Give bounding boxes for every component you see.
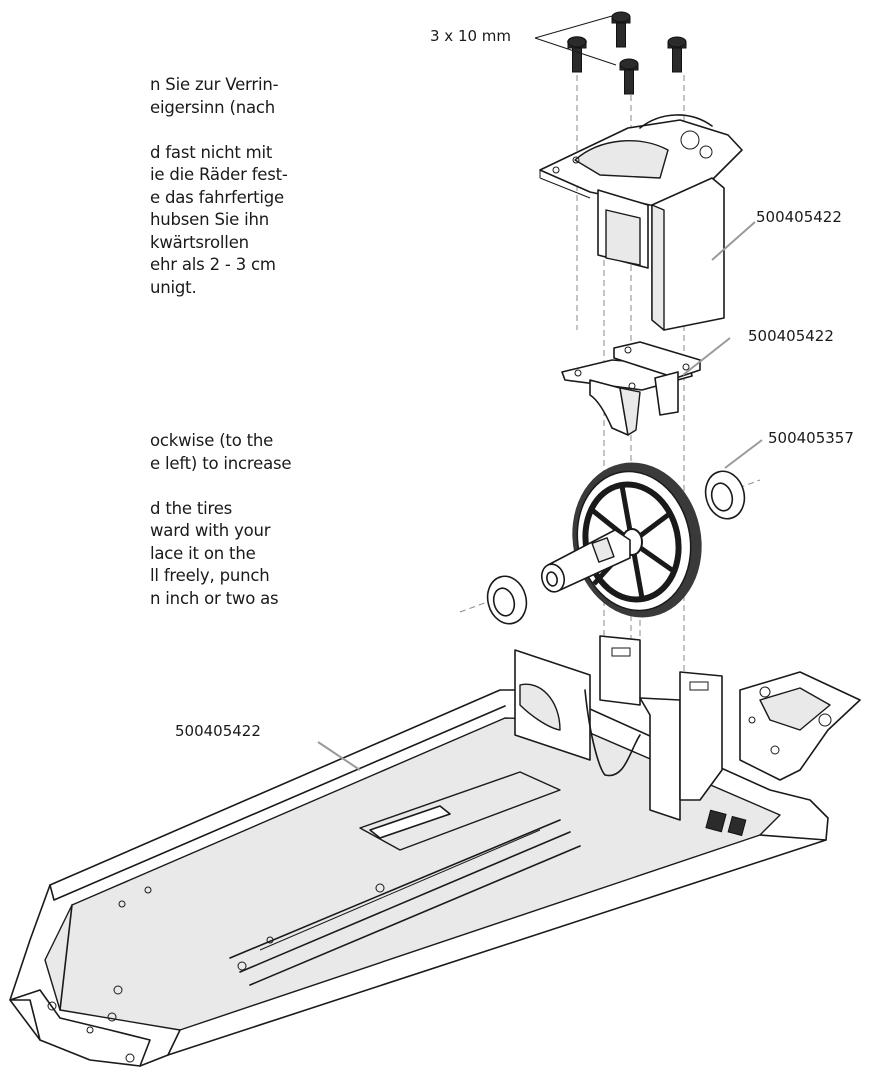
screw-leader-lines (534, 15, 617, 66)
german-line: d fast nicht mit (150, 142, 273, 162)
english-instructions: ockwise (to the e left) to increase d th… (0, 430, 292, 610)
motor-mount-leader (711, 221, 756, 261)
german-line: unigt. (150, 277, 197, 297)
german-line: e das fahrfertige (150, 187, 285, 207)
screw-size-label: 3 x 10 mm (430, 27, 512, 45)
bearing-part-number: 500405357 (768, 429, 854, 447)
english-line: ll freely, punch (150, 566, 270, 585)
german-line: hubsen Sie ihn (150, 210, 269, 229)
german-instructions: n Sie zur Verrin- eigersinn (nach d fast… (0, 74, 288, 299)
chassis-part-number: 500405422 (175, 722, 261, 740)
motor-mount-part-number: 500405422 (756, 208, 842, 226)
bearing-right-part (704, 470, 746, 520)
german-line: ie die Räder fest- (150, 165, 288, 184)
english-line: ockwise (to the (150, 431, 274, 450)
chassis-leader (317, 741, 361, 771)
bearing-left-part (486, 575, 528, 625)
english-line: e left) to increase (150, 453, 292, 473)
english-line: n inch or two as (150, 588, 279, 608)
english-line: lace it on the (150, 543, 256, 563)
mount-bracket-part-number: 500405422 (748, 327, 834, 345)
german-line: ehr als 2 - 3 cm (150, 255, 276, 274)
motor-mount-part (539, 114, 743, 331)
german-line: kwärtsrollen (150, 232, 249, 252)
spur-gear-part (540, 462, 702, 618)
german-line: eigersinn (nach (150, 97, 276, 117)
mount-bracket-leader (682, 337, 731, 376)
english-line: ward with your (150, 521, 271, 540)
english-line: d the tires (150, 498, 233, 518)
mount-bracket-part (561, 341, 701, 436)
chassis-part (9, 635, 861, 1067)
german-line: n Sie zur Verrin- (150, 75, 279, 94)
bearing-leader (724, 439, 763, 469)
screw-icon (567, 11, 687, 95)
